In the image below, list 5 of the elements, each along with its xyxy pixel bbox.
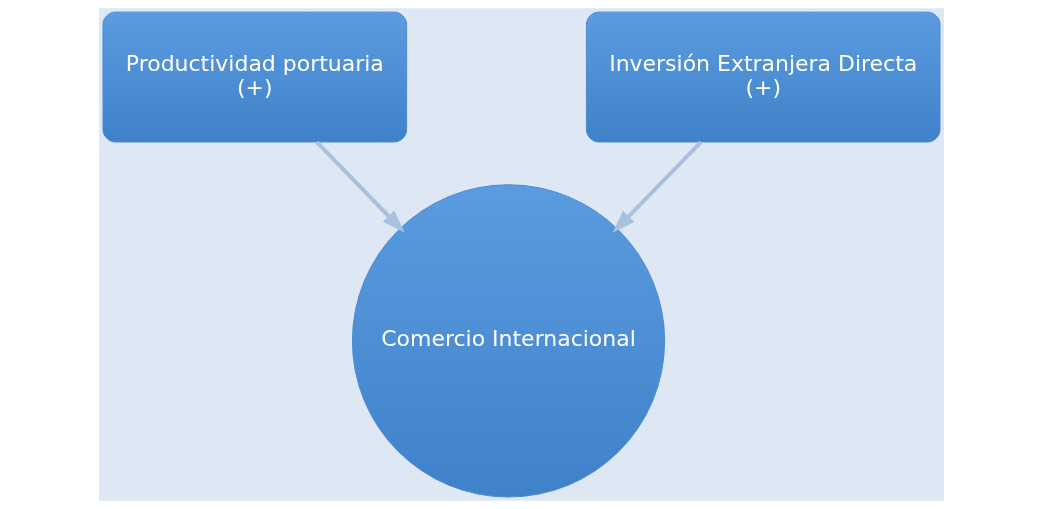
node-box: Inversión Extranjera Directa (+) bbox=[585, 11, 941, 143]
node-box: Productividad portuaria (+) bbox=[102, 11, 408, 143]
node-circle: Comercio Internacional bbox=[351, 184, 666, 498]
arrow bbox=[315, 140, 405, 233]
arrow bbox=[612, 140, 703, 233]
